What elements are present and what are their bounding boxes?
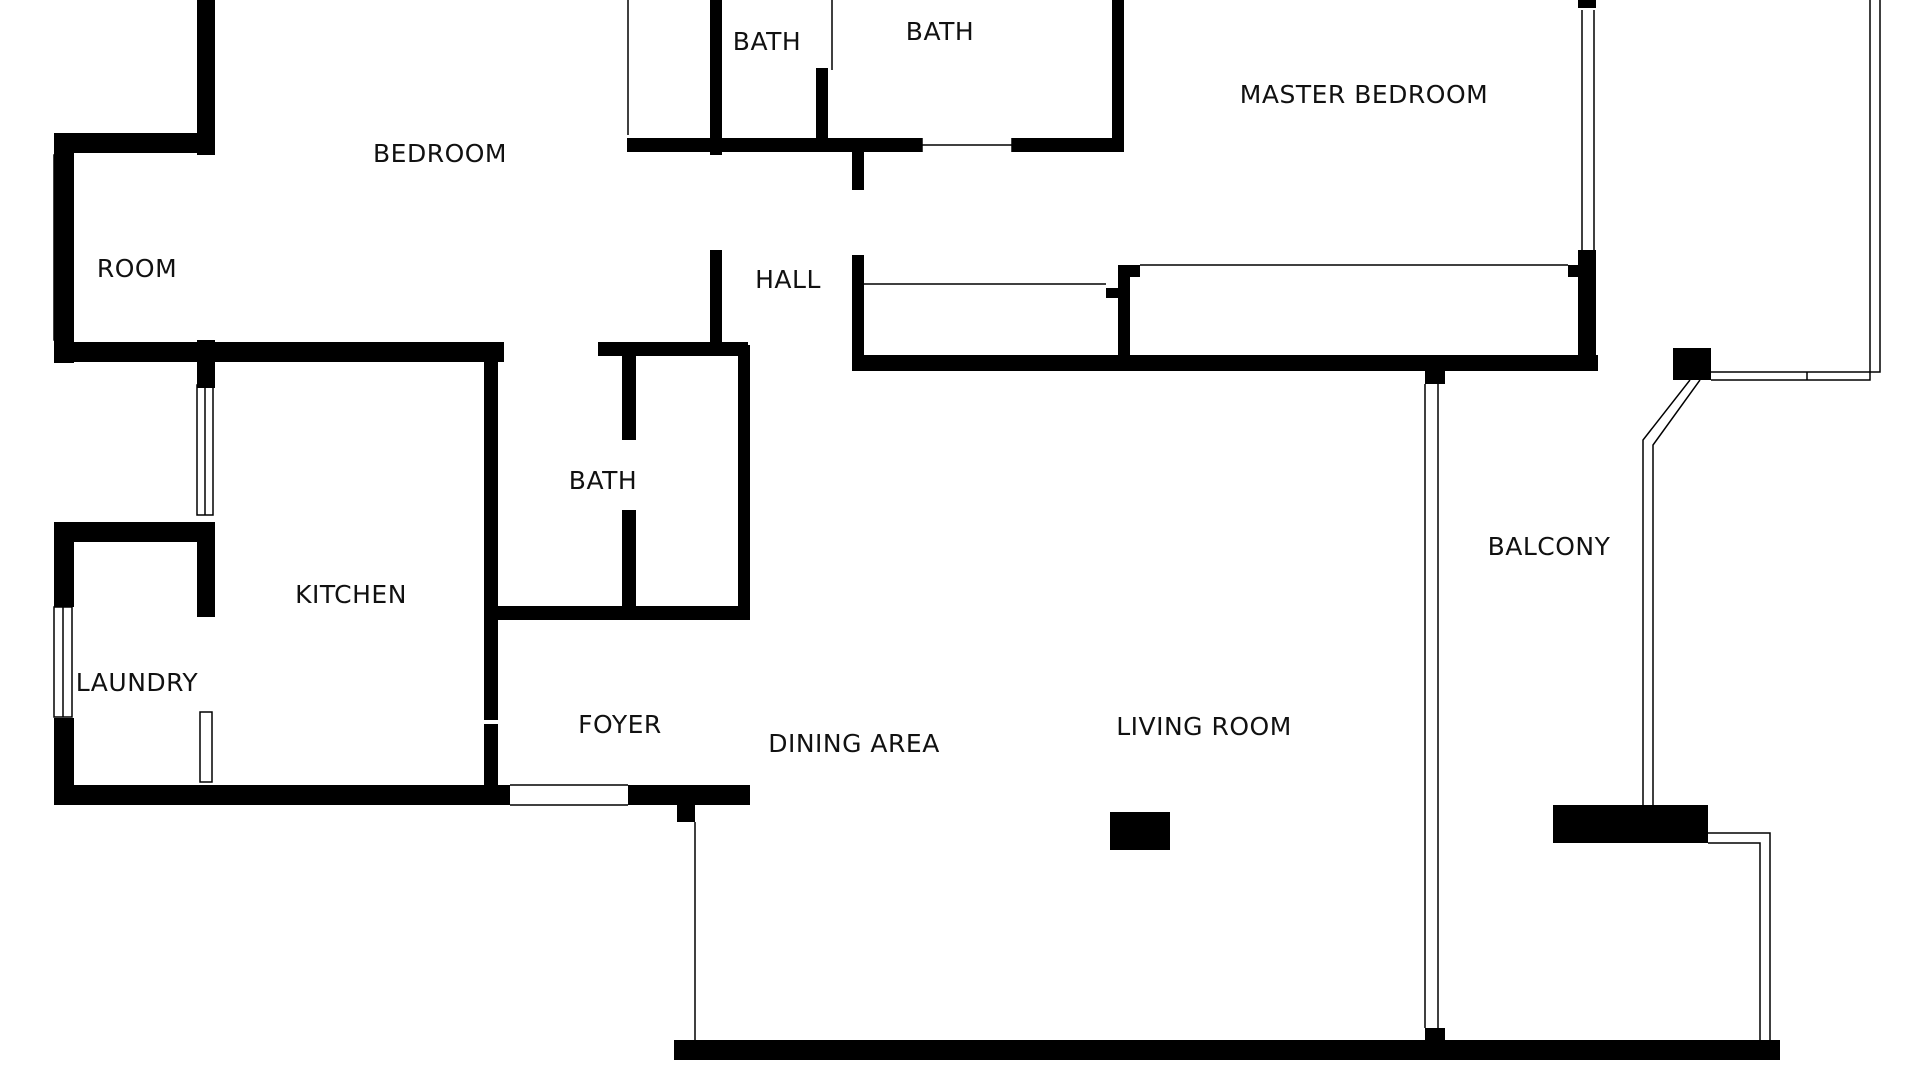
column	[1110, 812, 1170, 850]
wall	[197, 0, 215, 155]
bath-center-label: BATH	[569, 466, 637, 495]
balcony-railing	[1642, 379, 1691, 805]
wall	[852, 255, 864, 367]
balcony-railing	[1652, 379, 1701, 805]
wall	[852, 355, 1598, 371]
foyer-label: FOYER	[578, 710, 662, 739]
balcony-railing	[1711, 0, 1881, 373]
column	[1553, 805, 1708, 843]
wall	[484, 345, 498, 720]
wall	[1425, 1028, 1445, 1042]
wall	[1012, 138, 1124, 152]
living-room-label: LIVING ROOM	[1116, 712, 1292, 741]
walls	[54, 0, 1780, 1060]
wall	[1118, 265, 1130, 365]
bath-top-right-label: BATH	[906, 17, 974, 46]
wall	[197, 522, 215, 617]
wall	[710, 0, 722, 155]
wall	[710, 250, 722, 345]
wall	[54, 522, 74, 607]
balcony-railing	[1708, 832, 1771, 1040]
wall	[1112, 0, 1124, 152]
wall	[852, 150, 864, 190]
window	[199, 711, 213, 783]
wall	[54, 133, 215, 153]
balcony-railing	[1711, 0, 1871, 381]
wall	[1568, 265, 1586, 277]
laundry-label: LAUNDRY	[76, 668, 199, 697]
wall	[1118, 265, 1140, 277]
wall	[54, 522, 215, 542]
wall	[816, 68, 828, 140]
wall	[484, 724, 498, 794]
wall	[677, 800, 695, 822]
wall	[54, 785, 510, 805]
wall	[628, 785, 750, 805]
wall	[484, 606, 750, 620]
wall	[738, 345, 750, 620]
wall	[622, 510, 636, 620]
bedroom-label: BEDROOM	[373, 139, 507, 168]
dining-area-label: DINING AREA	[768, 729, 940, 758]
wall	[674, 1040, 1780, 1060]
wall	[197, 340, 215, 388]
room-label: ROOM	[97, 254, 177, 283]
room-labels: BEDROOM ROOM BATH BATH MASTER BEDROOM HA…	[76, 17, 1611, 758]
balcony-label: BALCONY	[1488, 532, 1611, 561]
wall	[598, 342, 748, 356]
wall	[627, 138, 922, 152]
kitchen-label: KITCHEN	[295, 580, 407, 609]
hall-label: HALL	[755, 265, 821, 294]
balcony-railing	[1708, 842, 1761, 1040]
column	[1673, 348, 1711, 380]
wall	[1578, 250, 1596, 370]
wall	[1578, 0, 1596, 8]
bath-top-left-label: BATH	[733, 27, 801, 56]
master-bedroom-label: MASTER BEDROOM	[1240, 80, 1488, 109]
wall	[54, 342, 504, 362]
wall	[1425, 368, 1445, 384]
wall	[1106, 288, 1120, 298]
wall	[54, 133, 74, 363]
wall	[54, 718, 74, 798]
wall	[622, 345, 636, 440]
thin-lines	[53, 0, 1881, 1040]
